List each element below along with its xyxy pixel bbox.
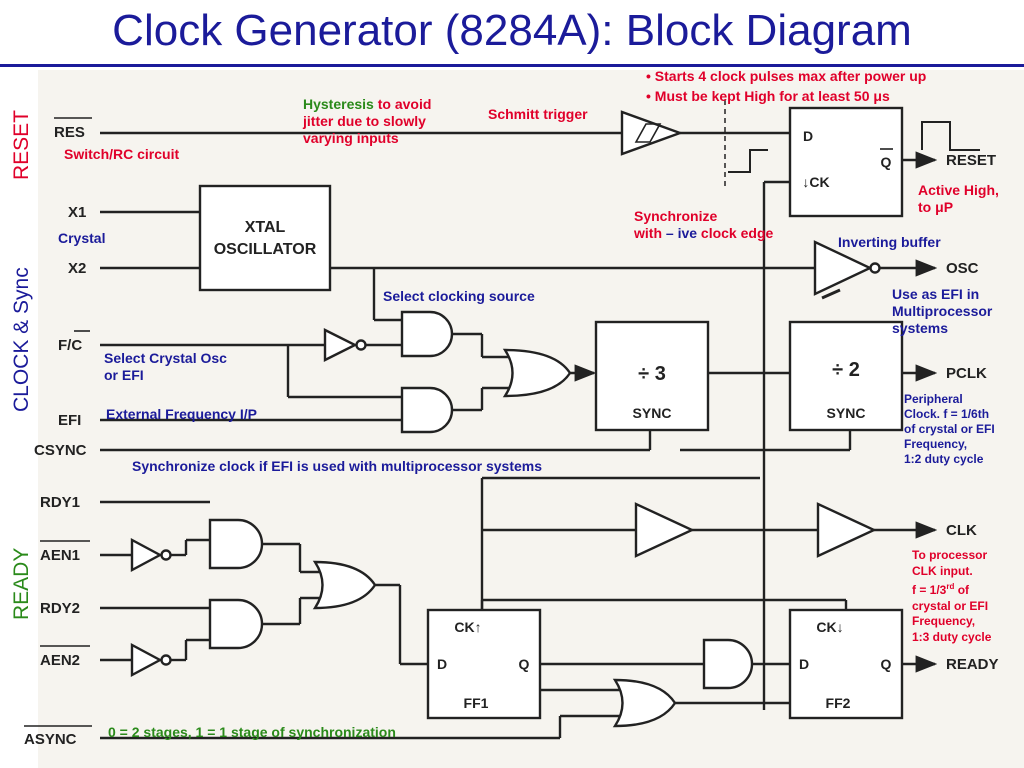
ff2-ck-label: CK↓ (816, 619, 843, 635)
note-select-source: Select clocking source (383, 288, 535, 304)
fc-inverter (323, 328, 358, 362)
note-synchronize: Synchronize with – ive clock edge (634, 208, 774, 241)
ff2-d-label: D (799, 656, 809, 672)
inverting-buffer (813, 240, 873, 296)
or-gate-ready (312, 560, 377, 610)
schmitt-trigger (620, 110, 684, 156)
pin-efi: EFI (58, 412, 81, 429)
div3-label: ÷ 3 (638, 363, 666, 385)
pin-rdy1: RDY1 (40, 494, 80, 511)
pin-csync: CSYNC (34, 442, 87, 459)
div2-label: ÷ 2 (832, 359, 860, 381)
note-inverting-buffer: Inverting buffer (838, 234, 941, 250)
aen2-inverter-bubble (160, 654, 172, 666)
note-power-up-1: • Starts 4 clock pulses max after power … (646, 68, 927, 84)
and-gate-ff (702, 638, 754, 690)
note-active-high: Active High, to μP (918, 182, 999, 215)
xtal-label-2: OSCILLATOR (214, 241, 317, 258)
note-crystal: Crystal (58, 230, 106, 246)
note-hysteresis: Hysteresis to avoid jitter due to slowly… (303, 96, 432, 146)
note-peripheral-clock: Peripheral Clock. f = 1/6th of crystal o… (904, 392, 995, 466)
rising-edge-waveform (728, 149, 768, 173)
pin-async: ASYNC (24, 731, 77, 748)
and-gate-efi (400, 386, 454, 434)
clk-buffer-2 (816, 502, 877, 558)
note-schmitt-trigger: Schmitt trigger (488, 106, 588, 122)
note-to-processor: To processor CLK input. f = 1/3rd of cry… (912, 548, 992, 644)
title-rule (0, 64, 1024, 67)
inverter-bubble (869, 262, 881, 274)
reset-ff-qbar: Q (881, 154, 892, 170)
or-gate-source (502, 348, 572, 398)
and-gate-rdy1 (208, 518, 264, 570)
div2-sync-block (788, 320, 904, 432)
ff1-ck-label: CK↑ (454, 619, 481, 635)
output-osc: OSC (946, 260, 979, 277)
output-clk: CLK (946, 522, 977, 539)
div3-sync-block (594, 320, 710, 432)
div3-sync-label: SYNC (633, 405, 672, 421)
hysteresis-icon (634, 123, 662, 143)
reset-ff-ck: ↓CK (802, 174, 829, 190)
pin-res: RES (54, 124, 85, 141)
pin-fc: F/C (58, 337, 82, 354)
or-gate-async (612, 678, 677, 728)
ff1-q-label: Q (519, 656, 530, 672)
clk-buffer-1 (634, 502, 695, 558)
note-external-freq: External Frequency I/P (106, 406, 257, 422)
aen1-inverter-bubble (160, 549, 172, 561)
div2-sync-label: SYNC (827, 405, 866, 421)
note-select-crystal: Select Crystal Osc or EFI (104, 350, 227, 383)
flip-flop-ff1 (426, 608, 542, 720)
note-use-efi: Use as EFI in Multiprocessor systems (892, 286, 993, 336)
output-pclk: PCLK (946, 365, 987, 382)
note-sync-stages: 0 = 2 stages, 1 = 1 stage of synchroniza… (108, 724, 396, 740)
output-ready: READY (946, 656, 999, 673)
and-gate-osc (400, 310, 454, 358)
pin-rdy2: RDY2 (40, 600, 80, 617)
xtal-oscillator (198, 184, 332, 292)
output-reset: RESET (946, 152, 996, 169)
title-bar: Clock Generator (8284A): Block Diagram (0, 0, 1024, 67)
page-title: Clock Generator (8284A): Block Diagram (112, 6, 912, 55)
reset-pulse-waveform (921, 121, 980, 151)
ff2-name: FF2 (826, 695, 851, 711)
pin-aen1: AEN1 (40, 547, 80, 564)
note-sync-if-efi: Synchronize clock if EFI is used with mu… (132, 458, 543, 474)
ff1-d-label: D (437, 656, 447, 672)
note-switch-rc: Switch/RC circuit (64, 146, 180, 162)
note-power-up-2: • Must be kept High for at least 50 μs (646, 88, 890, 104)
ff2-q-label: Q (881, 656, 892, 672)
buffer-enable-mark (821, 288, 841, 300)
pin-x2: X2 (68, 260, 86, 277)
aen1-inverter (130, 537, 163, 573)
reset-flip-flop (788, 106, 904, 218)
aen2-inverter (130, 642, 163, 678)
reset-ff-d: D (803, 128, 813, 144)
xtal-label-1: XTAL (245, 219, 286, 236)
and-gate-rdy2 (208, 598, 264, 650)
pin-x1: X1 (68, 204, 86, 221)
pin-aen2: AEN2 (40, 652, 80, 669)
fc-inverter-bubble (355, 339, 367, 351)
ff1-name: FF1 (464, 695, 489, 711)
